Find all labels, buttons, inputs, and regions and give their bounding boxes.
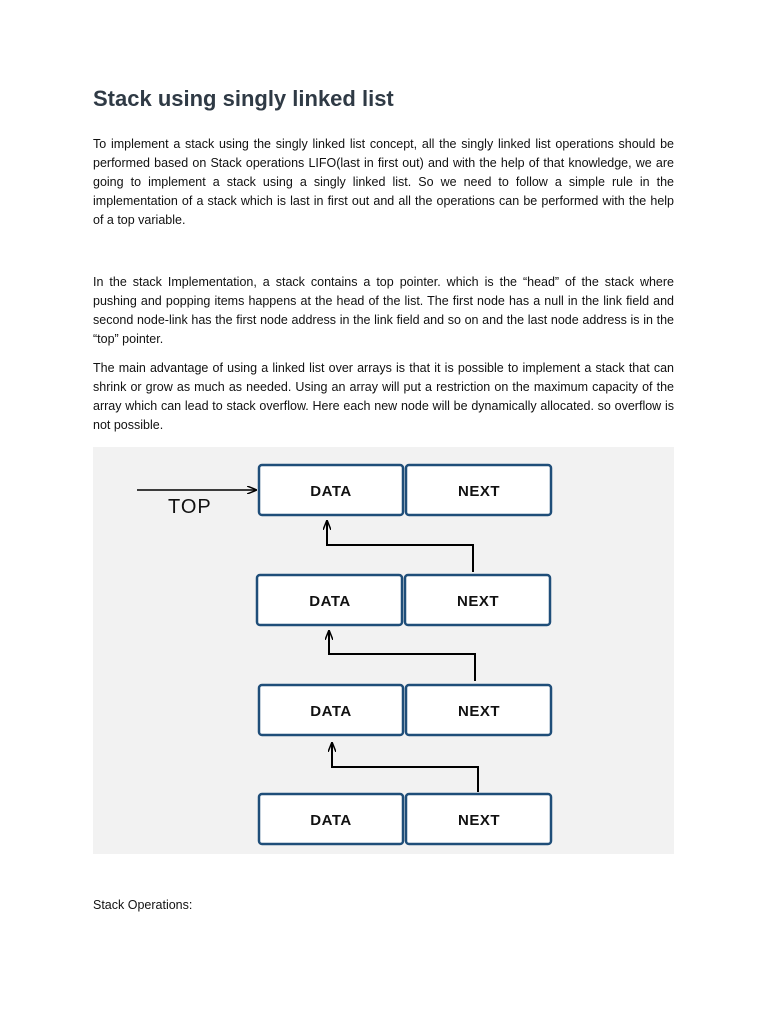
node-3-data-box xyxy=(257,683,405,737)
node-1-data-box xyxy=(257,463,405,517)
node-1-next-box xyxy=(404,463,553,517)
node-4-next-label: NEXT xyxy=(458,812,500,829)
node-1-data-label: DATA xyxy=(310,483,351,500)
node-2-data-label: DATA xyxy=(309,593,350,610)
section-heading-stack-operations: Stack Operations: xyxy=(93,898,193,912)
node-3-data-label: DATA xyxy=(310,703,351,720)
node-1-next-label: NEXT xyxy=(458,483,500,500)
node-4-data-label: DATA xyxy=(310,812,351,829)
link-arrow-4-to-3 xyxy=(332,743,479,792)
link-arrow-2-to-1 xyxy=(327,521,474,572)
node-2-data-box xyxy=(255,573,404,627)
stack-node-4: DATA NEXT xyxy=(257,792,553,846)
paragraph-advantage: The main advantage of using a linked lis… xyxy=(93,361,674,432)
diagram-svg: TOP DATA NEXT DATA NEXT DATA NEXT xyxy=(137,463,553,846)
stack-node-1: DATA NEXT xyxy=(257,463,553,517)
node-2-next-box xyxy=(403,573,552,627)
node-3-next-label: NEXT xyxy=(458,703,500,720)
node-4-next-box xyxy=(404,792,553,846)
link-arrow-3-to-2 xyxy=(329,631,476,681)
node-3-next-box xyxy=(404,683,553,737)
stack-node-2: DATA NEXT xyxy=(255,573,552,627)
stack-linked-list-diagram: TOP DATA NEXT DATA NEXT DATA NEXT xyxy=(93,447,674,854)
stack-node-3: DATA NEXT xyxy=(257,683,553,737)
paragraph-top-pointer: In the stack Implementation, a stack con… xyxy=(93,275,674,346)
paragraph-intro: To implement a stack using the singly li… xyxy=(93,137,674,227)
page-title: Stack using singly linked list xyxy=(93,86,394,111)
top-pointer-label: TOP xyxy=(168,496,212,518)
node-4-data-box xyxy=(257,792,405,846)
node-2-next-label: NEXT xyxy=(457,593,499,610)
